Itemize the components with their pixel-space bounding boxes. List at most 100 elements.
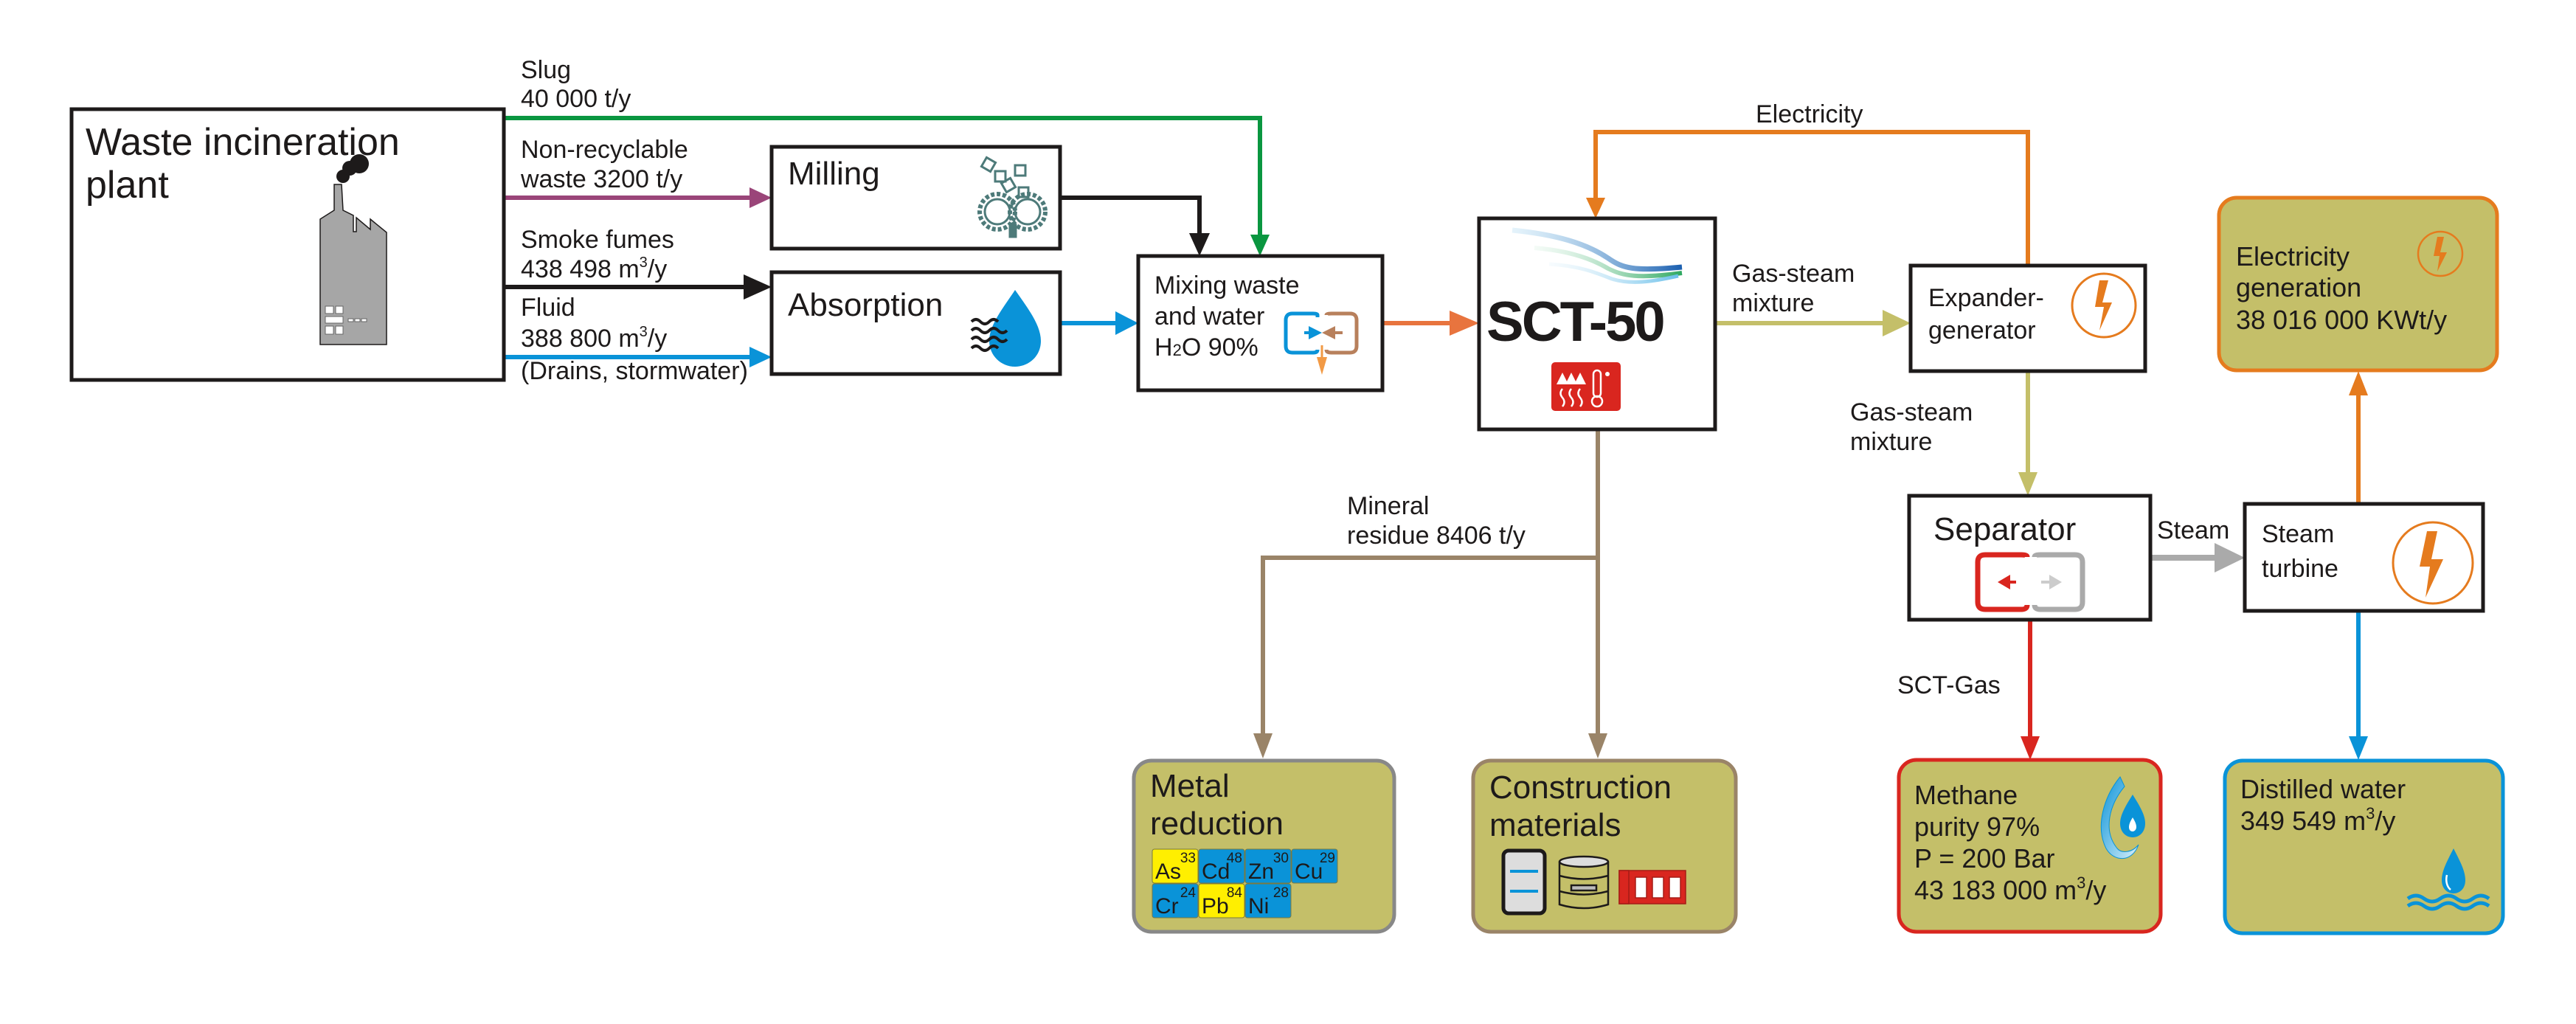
- flow-smoke-label-2: 438 498 m3/y: [521, 255, 667, 283]
- flow-water-arrowhead: [2349, 736, 2368, 760]
- flow-sct-gas-arrowhead: [2021, 736, 2040, 760]
- mixing-h2o-label: H2O 90%: [1154, 333, 1258, 361]
- flow-gas-steam-1: Gas-steam mixture: [1715, 260, 1911, 336]
- output-electricity-generation[interactable]: Electricity generation 38 016 000 KWt/y: [2217, 196, 2499, 373]
- barrel-icon: [1558, 855, 1610, 910]
- factory-icon: [319, 154, 387, 345]
- flow-gas-steam-1-label-1: Gas-steam: [1732, 260, 1855, 288]
- flow-absorption-arrowhead: [1115, 311, 1138, 335]
- expander-title-1: Expander-: [1928, 284, 2044, 312]
- metal-reduction-line-2: reduction: [1150, 806, 1284, 842]
- distilled-water-volume: 349 549 m3/y: [2240, 804, 2395, 836]
- element-symbol: Pb: [1202, 894, 1229, 919]
- mixing-box: [1136, 254, 1385, 392]
- waves-logo-icon: [1512, 227, 1683, 284]
- node-sct50[interactable]: SCT-50: [1477, 216, 1717, 432]
- flow-slug: Slug 40 000 t/y: [504, 56, 1270, 256]
- flow-nonrecyclable-label-1: Non-recyclable: [521, 136, 688, 164]
- flow-fluid-label-1: Fluid: [521, 294, 575, 322]
- methane-line-1: Methane: [1914, 780, 2018, 810]
- element-number: 29: [1320, 851, 1335, 866]
- flow-gas-steam-1-label-2: mixture: [1732, 289, 1814, 317]
- element-number: 28: [1273, 885, 1289, 901]
- output-construction-materials[interactable]: Construction materials: [1471, 758, 1738, 934]
- node-steam-turbine[interactable]: Steam turbine: [2243, 502, 2485, 613]
- flow-gas-steam-2: Gas-steam mixture: [1850, 371, 2037, 496]
- flow-steam-label: Steam: [2157, 516, 2229, 544]
- construction-materials-line-1: Construction: [1489, 769, 1672, 806]
- absorption-title: Absorption: [788, 287, 943, 323]
- distilled-water-line-1: Distilled water: [2240, 774, 2406, 804]
- flow-mineral-label-1: Mineral: [1347, 492, 1429, 520]
- flow-slug-label-1: Slug: [521, 56, 571, 84]
- element-tile-bg: [1152, 883, 1199, 919]
- flow-steam: Steam: [2150, 516, 2245, 572]
- electricity-generation-line-2: generation: [2236, 272, 2361, 302]
- sct50-title: SCT-50: [1486, 291, 1663, 353]
- output-metal-reduction[interactable]: Metal reduction As33Cd48Zn30Cu29Cr24Pb84…: [1132, 758, 1396, 934]
- flow-absorption-to-mixing: [1060, 311, 1138, 335]
- flow-nonrecyclable: Non-recyclable waste 3200 t/y: [504, 136, 772, 208]
- element-number: 33: [1180, 851, 1196, 866]
- flow-steam-arrowhead: [2215, 543, 2245, 572]
- lightning-circle-icon: [2417, 230, 2464, 277]
- flow-fluid: Fluid 388 800 m3/y (Drains, stormwater): [504, 294, 772, 385]
- element-symbol: As: [1155, 859, 1181, 884]
- milling-title: Milling: [788, 156, 880, 192]
- steam-turbine-title-2: turbine: [2262, 555, 2338, 583]
- flow-electricity: Electricity: [1586, 100, 2030, 266]
- milling-gears-icon: [977, 156, 1048, 238]
- element-number: 48: [1227, 851, 1242, 866]
- node-expander-generator[interactable]: Expander- generator: [1908, 263, 2147, 373]
- flow-smoke-label-1: Smoke fumes: [521, 226, 674, 254]
- element-tile-bg: [1198, 848, 1245, 884]
- element-number: 30: [1273, 851, 1289, 866]
- waste-plant-title-2: plant: [86, 164, 169, 207]
- flow-slug-label-2: 40 000 t/y: [521, 85, 631, 113]
- element-symbol: Cd: [1202, 859, 1230, 884]
- heat-temperature-icon: [1551, 362, 1621, 411]
- node-absorption[interactable]: Absorption: [769, 270, 1062, 376]
- mixing-title-1: Mixing waste: [1154, 271, 1300, 300]
- separator-box: [1907, 494, 2153, 622]
- steam-turbine-box: [2243, 502, 2485, 613]
- methane-line-2: purity 97%: [1914, 812, 2040, 842]
- element-tile-bg: [1291, 848, 1338, 884]
- mixing-title-2: and water: [1154, 302, 1264, 331]
- element-tile-bg: [1244, 883, 1292, 919]
- water-drop-waves-icon: [970, 290, 1041, 367]
- flow-slug-arrowhead: [1250, 235, 1270, 256]
- output-distilled-water[interactable]: Distilled water 349 549 m3/y: [2223, 758, 2505, 935]
- flow-sct-gas-label: SCT-Gas: [1897, 671, 2001, 699]
- flow-smoke-arrowhead: [744, 274, 772, 300]
- flow-milling-to-mixing: [1060, 196, 1210, 256]
- metal-reduction-line-1: Metal: [1150, 768, 1230, 804]
- node-mixing[interactable]: Mixing waste and water H2O 90%: [1136, 254, 1385, 392]
- flow-nonrecyclable-label-2: waste 3200 t/y: [520, 165, 682, 193]
- node-separator[interactable]: Separator: [1907, 494, 2153, 622]
- node-waste-incineration-plant[interactable]: Waste incineration plant: [69, 107, 506, 382]
- flow-turbine-to-water: [2349, 611, 2368, 760]
- element-symbol: Ni: [1248, 894, 1269, 919]
- output-methane[interactable]: Methane purity 97% P = 200 Bar 43 183 00…: [1897, 758, 2163, 934]
- distilled-water-box: [2223, 758, 2505, 935]
- element-tile-bg: [1198, 883, 1245, 919]
- methane-line-3: P = 200 Bar: [1914, 843, 2054, 873]
- steam-turbine-title-1: Steam: [2262, 520, 2334, 548]
- node-milling[interactable]: Milling: [769, 145, 1062, 251]
- flow-gas-steam-1-arrowhead: [1883, 310, 1911, 336]
- flow-mineral-label-2: residue 8406 t/y: [1347, 522, 1526, 550]
- flow-slug-line: [504, 116, 1262, 245]
- element-number: 24: [1180, 885, 1197, 901]
- flow-mineral-branch-line: [1261, 556, 1598, 745]
- flow-milling-line: [1060, 196, 1202, 243]
- electricity-generation-box: [2217, 196, 2499, 373]
- flow-fluid-label-2: 388 800 m3/y: [521, 324, 667, 353]
- flow-fluid-label-3: (Drains, stormwater): [521, 357, 748, 385]
- flow-mineral-arrowhead-construction: [1588, 733, 1607, 758]
